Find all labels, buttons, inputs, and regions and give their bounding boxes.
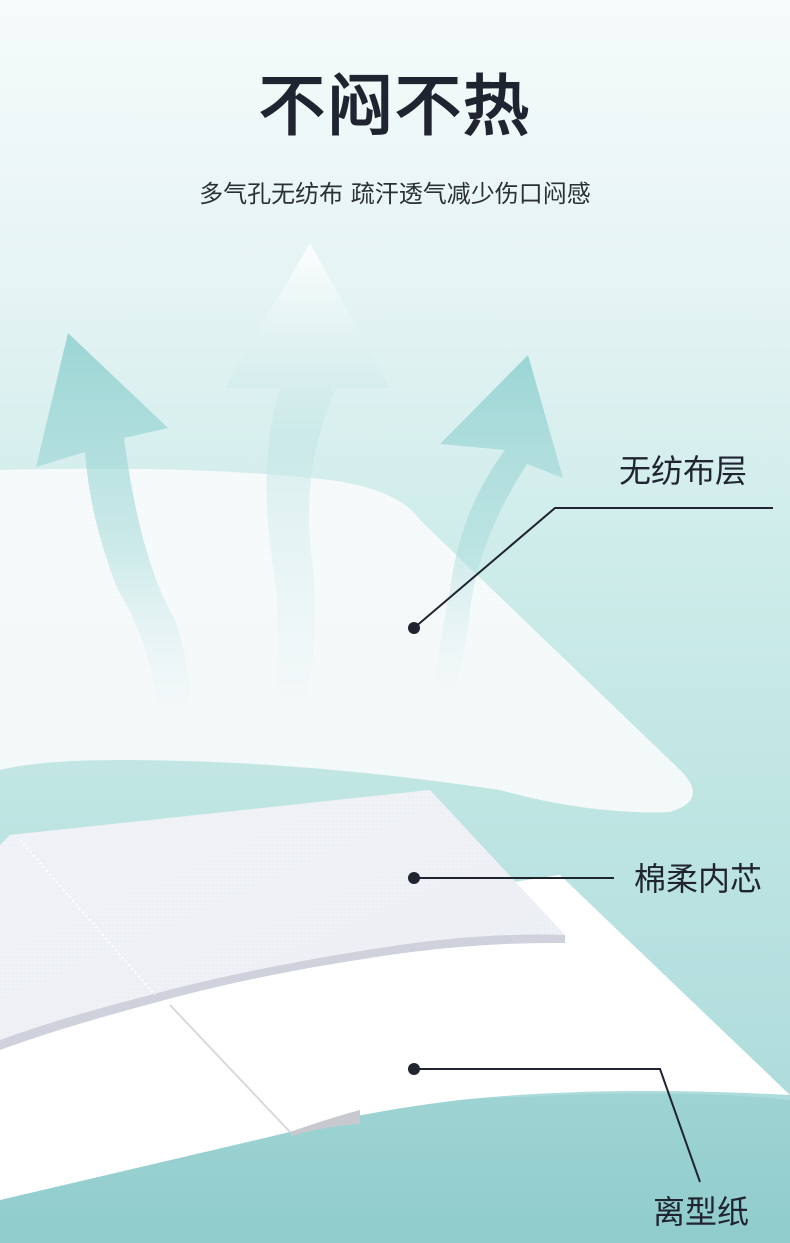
release-paper-fold: [169, 1004, 291, 1133]
callout-non-woven: [408, 507, 773, 634]
label-release-paper: 离型纸: [653, 1193, 750, 1231]
airflow-arrow-icon: [432, 355, 563, 700]
callout-cotton-core: [408, 872, 614, 884]
label-non-woven-layer: 无纺布层: [619, 452, 748, 490]
page-subtitle: 多气孔无纺布 疏汗透气减少伤口闷感: [199, 180, 591, 208]
airflow-arrow-icon: [36, 333, 190, 720]
label-cotton-core: 棉柔内芯: [634, 860, 763, 898]
airflow-arrow-icon: [225, 243, 390, 720]
release-paper-edge: [290, 1110, 360, 1136]
page-title: 不闷不热: [259, 68, 531, 145]
callout-release-paper: [408, 1063, 701, 1183]
